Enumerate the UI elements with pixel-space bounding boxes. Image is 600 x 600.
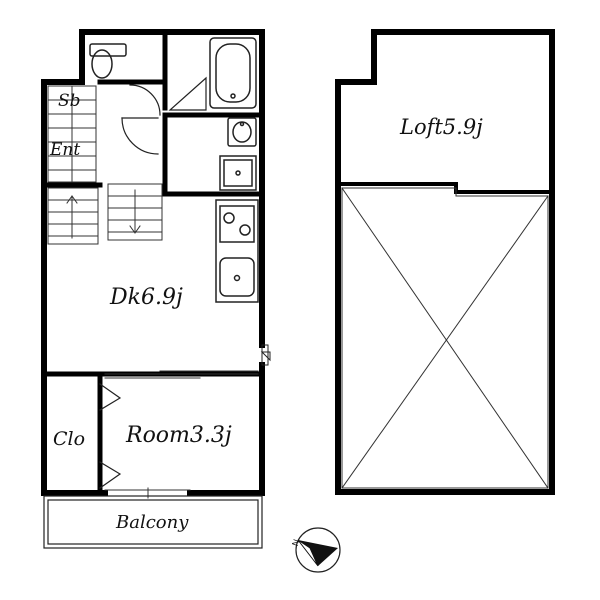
- label-loft: Loft5.9j: [399, 115, 483, 139]
- washbasin-icon: [227, 117, 257, 147]
- stairs-icon: [47, 183, 163, 245]
- balcony-area: [43, 495, 263, 549]
- label-room: Room3.3j: [125, 423, 232, 448]
- room-sliding-door: [104, 370, 259, 379]
- entrance-door-icon: [121, 84, 161, 155]
- label-dk: Dk6.9j: [109, 285, 183, 310]
- dk-side-door-icon: [260, 344, 271, 366]
- label-sb: Sb: [58, 91, 81, 111]
- label-balcony: Balcony: [115, 512, 189, 533]
- loft-void-cross: [341, 187, 549, 489]
- bathtub-icon: [209, 37, 257, 109]
- outer-walls: [41, 29, 265, 496]
- shoebox-grid: [47, 85, 97, 183]
- compass-icon: [295, 527, 341, 573]
- closet-door-icon: [99, 383, 122, 489]
- loft-plan: [335, 29, 555, 495]
- bath-door-icon: [168, 76, 207, 111]
- label-clo: Clo: [53, 428, 85, 450]
- main-floor-plan: [41, 29, 271, 549]
- label-ent: Ent: [49, 140, 80, 160]
- washing-machine-icon: [219, 155, 257, 191]
- toilet-icon: [89, 43, 127, 79]
- loft-outer-walls: [335, 29, 555, 495]
- compass-north-label: N: [290, 538, 302, 548]
- kitchen-icon: [215, 199, 259, 303]
